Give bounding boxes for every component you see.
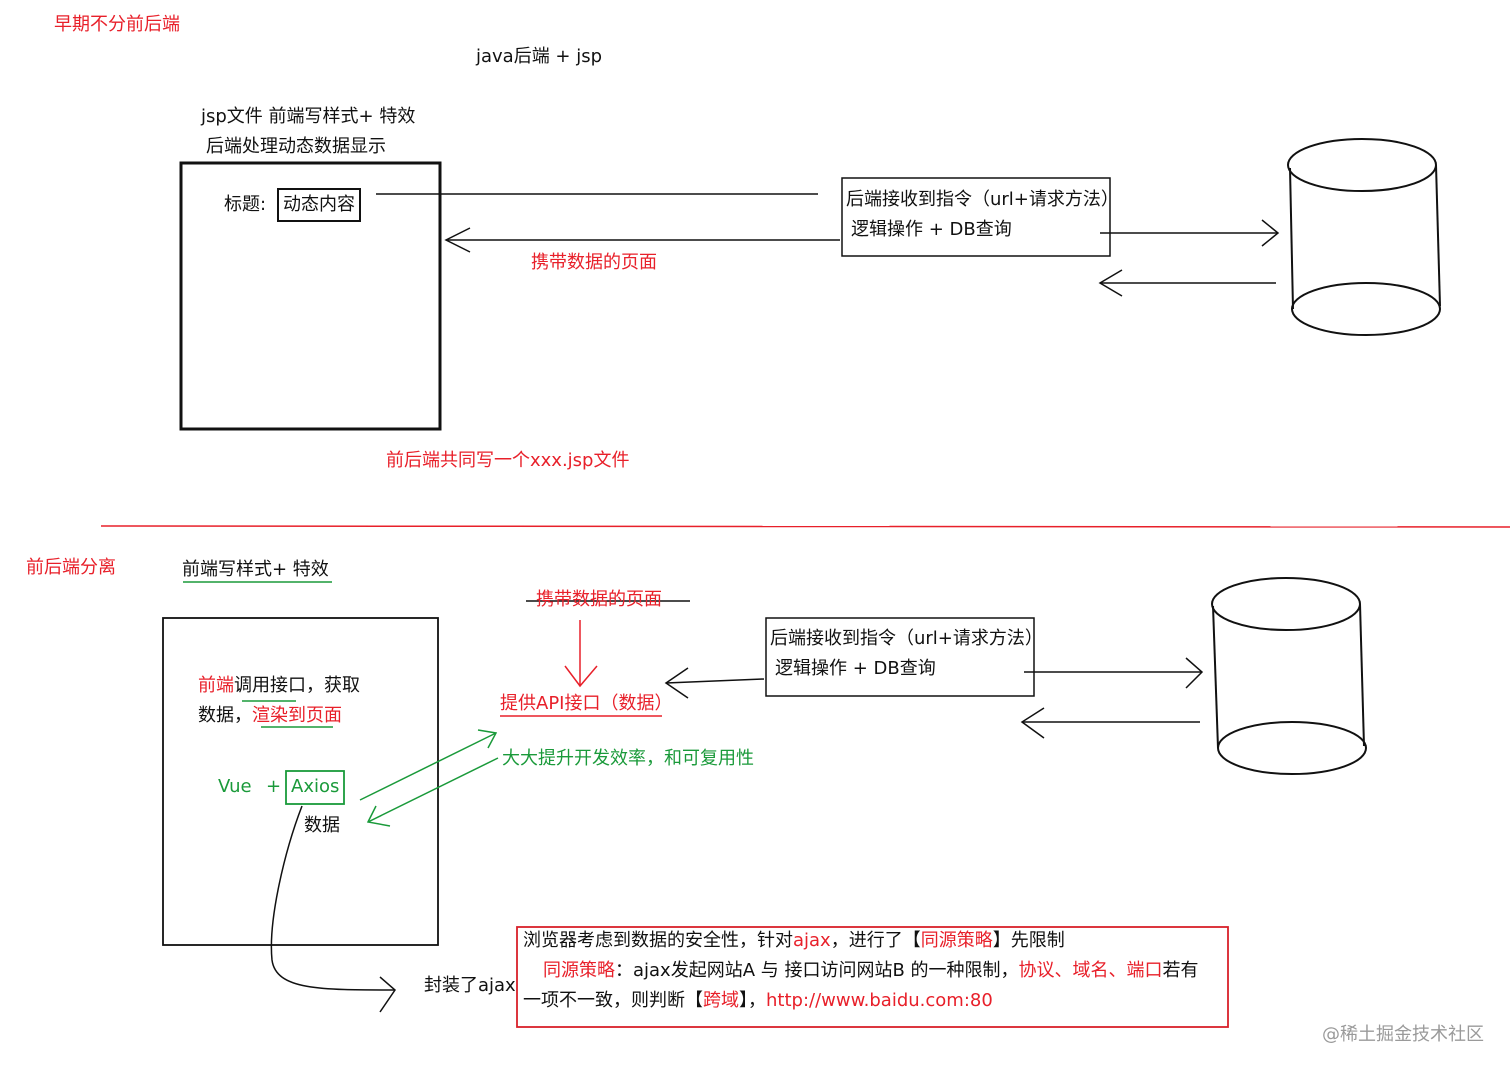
note-ajax-word: ajax	[793, 930, 831, 951]
axios-box	[285, 770, 345, 805]
wrap-ajax-label: 封装了ajax	[424, 975, 516, 996]
frontend-box-line2-black: 数据，	[198, 705, 252, 726]
return-page-label: 携带数据的页面	[531, 252, 657, 273]
java-jsp-label: java后端 + jsp	[476, 46, 603, 67]
struck-page-label: 携带数据的页面	[536, 589, 662, 610]
server1-line2: 逻辑操作 + DB查询	[851, 219, 1012, 240]
green-arrow-down-line	[367, 757, 499, 823]
note-l2-b: ：ajax发起网站A 与 接口访问网站B 的一种限制，	[615, 960, 1019, 981]
section1-heading: 早期不分前后端	[54, 14, 180, 35]
database-cylinder-1	[1287, 138, 1441, 336]
server-box-1	[841, 177, 1111, 257]
server-box-2	[765, 617, 1035, 697]
note-l3-c: 】，	[739, 990, 766, 1011]
note-line2: 同源策略：ajax发起网站A 与 接口访问网站B 的一种限制，协议、域名、端口若…	[543, 960, 1199, 982]
jsp-file-line2: 后端处理动态数据显示	[206, 136, 386, 157]
same-origin-note-box	[516, 926, 1229, 1028]
section1-caption: 前后端共同写一个xxx.jsp文件	[386, 450, 630, 471]
axios-curve-arrow	[270, 805, 395, 991]
to-db-arrow-2-head	[1185, 657, 1204, 689]
server-to-api-line	[665, 678, 765, 684]
frontend-label: 前端写样式+ 特效	[182, 559, 329, 580]
green-arrow-up-head	[477, 729, 498, 749]
watermark: @稀土掘金技术社区	[1322, 1024, 1484, 1045]
vue-label: Vue	[218, 776, 252, 797]
plus-sign: +	[266, 776, 282, 797]
note-cross-origin-word: 跨域	[703, 990, 739, 1011]
note-l1-e: 】先限制	[992, 930, 1065, 951]
render-to-page-text: 渲染到页面	[252, 705, 342, 726]
dynamic-content-box: 动态内容	[277, 188, 361, 222]
note-same-origin-word: 同源策略	[920, 930, 993, 951]
green-arrow-up-line	[359, 732, 497, 801]
data-label: 数据	[304, 815, 340, 836]
dynamic-content-text: 动态内容	[283, 194, 355, 215]
axios-label: Axios	[291, 776, 340, 797]
note-line1: 浏览器考虑到数据的安全性，针对ajax，进行了【同源策略】先限制	[523, 930, 1065, 952]
frontend-page-box	[162, 617, 439, 946]
frontend-red-word: 前端	[198, 675, 234, 696]
note-l1-c: ，进行了【	[830, 930, 921, 951]
api-label: 提供API接口（数据）	[500, 693, 673, 714]
red-down-arrow-head	[564, 665, 598, 688]
note-same-origin-term: 同源策略	[543, 960, 615, 981]
from-db-arrow-1-head	[1098, 269, 1123, 297]
axios-curve-arrow-head	[379, 976, 396, 1013]
green-arrow-down-head	[366, 805, 391, 827]
note-protocol-domain-port: 协议、域名、端口	[1018, 960, 1163, 981]
frontend-box-line1-rest: 调用接口，获取	[234, 675, 360, 696]
frontend-box-line2: 数据，渲染到页面	[198, 705, 342, 727]
section2-heading: 前后端分离	[26, 557, 116, 578]
return-arrow-head	[444, 227, 471, 253]
efficiency-label: 大大提升开发效率，和可复用性	[502, 748, 754, 769]
server2-line2: 逻辑操作 + DB查询	[775, 658, 936, 679]
from-db-arrow-2-head	[1020, 707, 1045, 739]
server1-line1: 后端接收到指令（url+请求方法）	[846, 189, 1119, 210]
section-divider	[100, 525, 1511, 528]
note-example-url: http://www.baidu.com:80	[766, 990, 993, 1011]
server-to-api-head	[664, 667, 689, 699]
title-label: 标题:	[224, 194, 267, 215]
note-l1-a: 浏览器考虑到数据的安全性，针对	[523, 930, 793, 951]
note-line3: 一项不一致，则判断【跨域】，http://www.baidu.com:80	[523, 990, 993, 1012]
jsp-page-box	[179, 161, 442, 431]
to-db-arrow-1-head	[1261, 219, 1280, 247]
jsp-file-line1: jsp文件 前端写样式+ 特效	[201, 106, 416, 127]
note-l3-a: 一项不一致，则判断【	[523, 990, 703, 1011]
database-cylinder-2	[1211, 577, 1367, 775]
note-l2-d: 若有	[1162, 960, 1199, 981]
frontend-box-line1: 前端调用接口，获取	[198, 675, 360, 697]
server2-line1: 后端接收到指令（url+请求方法）	[770, 628, 1043, 649]
